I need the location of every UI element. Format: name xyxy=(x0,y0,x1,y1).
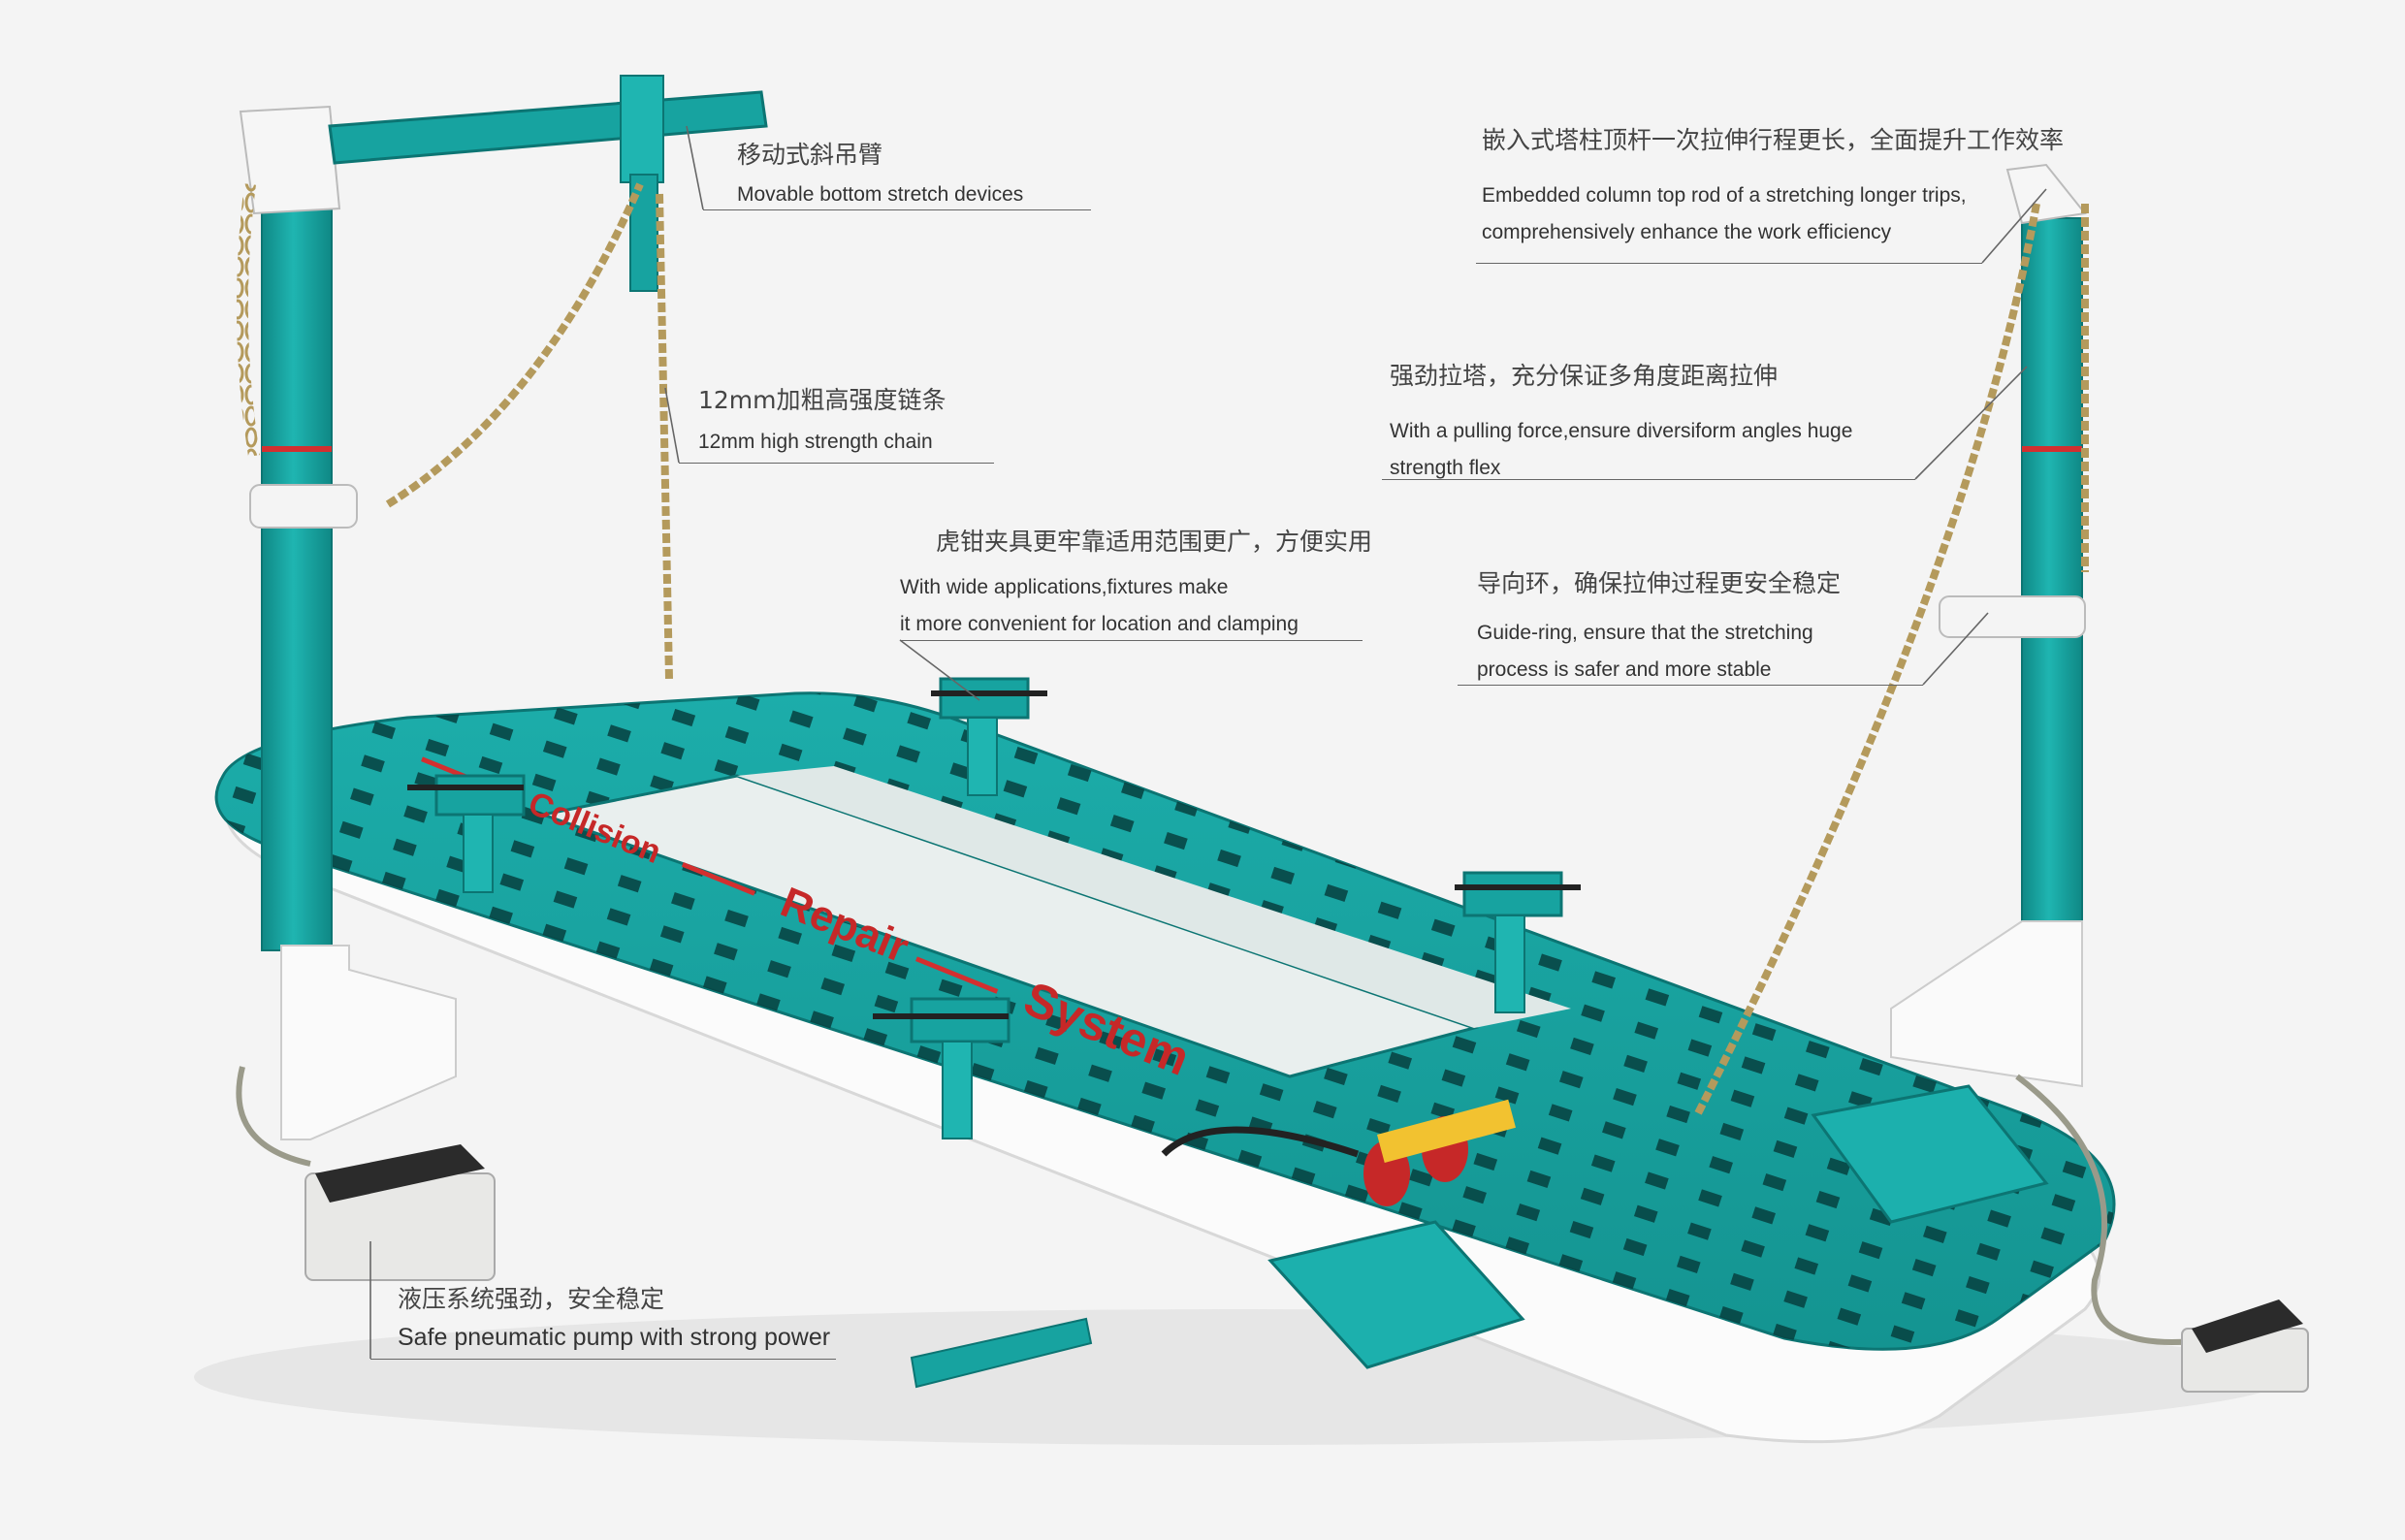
leader-fixtures xyxy=(900,640,1363,641)
leader-boom-arm xyxy=(703,209,1091,210)
chain-right xyxy=(1693,203,2040,1117)
leader-tower-top xyxy=(1476,263,1982,264)
leader-chain xyxy=(679,463,994,464)
wheel-ramp-front xyxy=(1267,1220,1525,1369)
leader-pump xyxy=(370,1359,836,1360)
tower-right xyxy=(1890,163,2087,1088)
pull-tower-en-2: strength flex xyxy=(1390,457,1501,479)
wheel-ramp-rear xyxy=(1811,1084,2049,1224)
chain-hanging xyxy=(656,193,673,680)
annotation-boom-arm: 移动式斜吊臂 Movable bottom stretch devices xyxy=(737,136,1023,213)
guide-ring-en-1: Guide-ring, ensure that the stretching xyxy=(1477,622,1813,644)
fixtures-en-2: it more convenient for location and clam… xyxy=(900,613,1299,635)
chain-left-outer xyxy=(236,183,260,457)
tower-left xyxy=(239,105,457,1140)
boom-arm-cn: 移动式斜吊臂 xyxy=(737,141,883,169)
deck-opening-rear xyxy=(737,766,1571,1028)
pump-cn: 液压系统强劲，安全稳定 xyxy=(398,1285,665,1313)
chain-cn: 12mm加粗高强度链条 xyxy=(698,386,946,414)
vise-clamp-4 xyxy=(1455,871,1581,1013)
pull-tower-cn: 强劲拉塔，充分保证多角度距离拉伸 xyxy=(1390,362,1779,390)
annotation-fixtures: 虎钳夹具更牢靠适用范围更广，方便实用 xyxy=(936,523,1372,558)
pneumatic-pump-right xyxy=(2015,1074,2309,1393)
tower-top-en-1: Embedded column top rod of a stretching … xyxy=(1482,184,1967,207)
vise-clamp-2 xyxy=(407,774,526,893)
tower-top-en-2: comprehensively enhance the work efficie… xyxy=(1482,221,1892,243)
pump-en: Safe pneumatic pump with strong power xyxy=(398,1324,831,1351)
chain-en: 12mm high strength chain xyxy=(698,431,933,453)
annotation-guide-ring: 导向环，确保拉伸过程更安全稳定 Guide-ring, ensure that … xyxy=(1477,564,1841,689)
chain-boom xyxy=(385,182,644,508)
fixtures-en-1: With wide applications,fixtures make xyxy=(900,576,1229,598)
leader-pull-tower xyxy=(1382,479,1915,480)
annotation-tower-top: 嵌入式塔柱顶杆一次拉伸行程更长，全面提升工作效率 Embedded column… xyxy=(1482,121,2064,251)
leader-guide-ring xyxy=(1458,685,1923,686)
vise-clamp-3 xyxy=(873,997,1010,1139)
guide-ring-cn: 导向环，确保拉伸过程更安全稳定 xyxy=(1477,569,1842,597)
boom-arm xyxy=(328,75,768,292)
pneumatic-pump-left xyxy=(236,1066,496,1281)
tower-top-cn: 嵌入式塔柱顶杆一次拉伸行程更长，全面提升工作效率 xyxy=(1482,126,2065,154)
boom-arm-en: Movable bottom stretch devices xyxy=(737,183,1024,206)
fixtures-cn: 虎钳夹具更牢靠适用范围更广，方便实用 xyxy=(936,528,1373,556)
annotation-chain: 12mm加粗高强度链条 12mm high strength chain xyxy=(698,381,946,461)
annotation-pull-tower: 强劲拉塔，充分保证多角度距离拉伸 With a pulling force,en… xyxy=(1390,357,1852,487)
guide-ring-en-2: process is safer and more stable xyxy=(1477,658,1772,681)
annotation-pump: 液压系统强劲，安全稳定 Safe pneumatic pump with str… xyxy=(398,1280,830,1356)
hydraulic-ram xyxy=(1161,1099,1516,1206)
annotation-fixtures-en: With wide applications,fixtures make it … xyxy=(900,569,1299,643)
pull-tower-en-1: With a pulling force,ensure diversiform … xyxy=(1390,420,1853,442)
support-leg xyxy=(910,1317,1093,1389)
